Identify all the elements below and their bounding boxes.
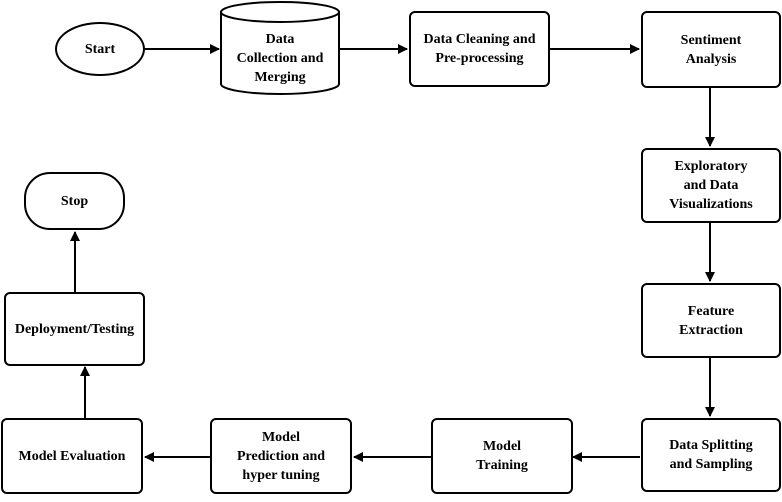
- data-cleaning-node: Data Cleaning and Pre-processing: [409, 11, 550, 87]
- exploratory-visualizations-node: Exploratory and Data Visualizations: [641, 148, 781, 223]
- stop-node: Stop: [24, 172, 125, 230]
- feature-extraction-node: Feature Extraction: [641, 283, 781, 358]
- data-collection-node: Data Collection and Merging: [236, 31, 324, 85]
- sentiment-analysis-node: Sentiment Analysis: [641, 11, 781, 88]
- model-prediction-node: Model Prediction and hyper tuning: [210, 418, 352, 494]
- data-splitting-node: Data Splitting and Sampling: [641, 418, 781, 492]
- database-cylinder-icon: [220, 1, 340, 95]
- model-evaluation-node: Model Evaluation: [1, 418, 143, 494]
- deployment-testing-node: Deployment/Testing: [4, 292, 145, 366]
- start-node: Start: [55, 22, 145, 76]
- model-training-node: Model Training: [431, 418, 573, 494]
